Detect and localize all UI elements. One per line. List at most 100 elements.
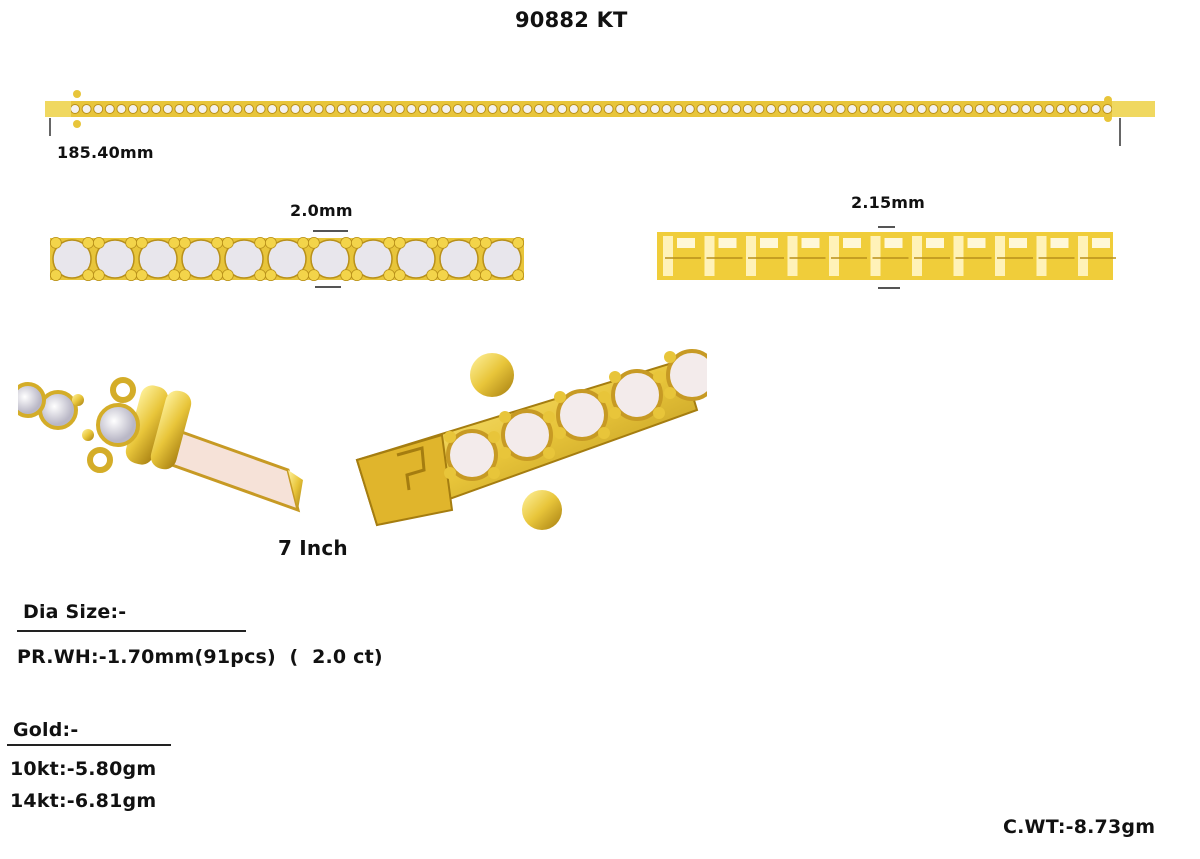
stone — [348, 104, 359, 114]
stone — [870, 104, 881, 114]
stone — [396, 239, 436, 279]
prong — [488, 467, 500, 479]
stone — [406, 104, 417, 114]
stone — [974, 104, 985, 114]
stone — [174, 104, 185, 114]
prong — [82, 269, 95, 282]
gallery-slot — [663, 236, 673, 276]
stone — [418, 104, 428, 114]
stone — [626, 104, 637, 114]
prong — [469, 269, 482, 282]
stone — [290, 104, 301, 114]
prong — [393, 236, 406, 249]
prong — [340, 236, 353, 249]
stone — [128, 104, 138, 114]
gold-heading: Gold:- — [13, 719, 79, 741]
stone — [1009, 104, 1020, 114]
size-label: 7 Inch — [278, 536, 348, 560]
prong — [426, 269, 439, 282]
length-dimension-label: 185.40mm — [57, 143, 154, 162]
gallery-slot — [1078, 236, 1088, 276]
gallery-width-label: 2.15mm — [851, 193, 926, 212]
stone — [138, 239, 178, 279]
stone — [777, 104, 788, 114]
stone — [615, 104, 626, 114]
prong — [598, 427, 610, 439]
stone — [1067, 104, 1078, 114]
prong — [49, 269, 62, 282]
prong — [135, 269, 148, 282]
prong — [264, 269, 277, 282]
stone — [482, 239, 522, 279]
dimension-line — [878, 287, 900, 289]
gold-weight-14kt: 14kt:-6.81gm — [10, 790, 157, 812]
stone — [534, 104, 544, 114]
stone — [224, 239, 264, 279]
stone — [766, 104, 776, 114]
dimension-line — [315, 286, 341, 288]
stone — [278, 104, 289, 114]
gallery-slot — [829, 236, 839, 276]
gallery-slot — [746, 236, 756, 276]
stone — [1102, 104, 1113, 114]
prong — [264, 236, 277, 249]
stone — [394, 104, 405, 114]
stone — [452, 104, 463, 114]
gold-weight-10kt: 10kt:-5.80gm — [10, 758, 157, 780]
prong — [512, 269, 525, 282]
gallery-window — [843, 238, 861, 248]
prong — [554, 391, 566, 403]
prong — [383, 236, 396, 249]
bracelet-full-view — [45, 90, 1155, 146]
gallery-window — [1050, 238, 1069, 248]
stone — [186, 104, 196, 114]
gallery-window — [1009, 238, 1027, 248]
stone — [812, 104, 823, 114]
stone — [696, 104, 707, 114]
stone — [556, 389, 608, 441]
stone — [673, 104, 684, 114]
prong — [211, 236, 224, 249]
prong — [653, 371, 665, 383]
stone — [800, 104, 811, 114]
gallery-window — [760, 238, 778, 248]
stone — [476, 104, 486, 114]
stone — [963, 104, 974, 114]
prong — [488, 431, 500, 443]
stone — [858, 104, 869, 114]
stone — [666, 349, 707, 401]
prong — [92, 269, 105, 282]
prong — [49, 236, 62, 249]
prong — [598, 391, 610, 403]
stone — [95, 239, 135, 279]
stone — [446, 429, 498, 481]
stone — [661, 104, 672, 114]
prong — [297, 236, 310, 249]
stone — [353, 239, 393, 279]
gallery-window — [967, 238, 986, 248]
prong — [512, 236, 525, 249]
stone — [1044, 104, 1055, 114]
prong — [664, 351, 676, 363]
prong — [653, 407, 665, 419]
stone — [244, 104, 254, 114]
diamond-spec: PR.WH:-1.70mm(91pcs) ( 2.0 ct) — [17, 646, 383, 668]
prong — [178, 269, 191, 282]
prong — [178, 236, 191, 249]
stone — [893, 104, 904, 114]
prong — [499, 447, 511, 459]
gallery-window — [677, 238, 695, 248]
stone — [267, 104, 278, 114]
stone — [916, 104, 927, 114]
prong — [469, 236, 482, 249]
prong — [426, 236, 439, 249]
dimension-line — [313, 230, 348, 232]
gallery-slot — [704, 236, 715, 276]
stone — [52, 239, 92, 279]
prong — [168, 269, 181, 282]
prong — [254, 269, 267, 282]
prong — [393, 269, 406, 282]
prong — [350, 269, 363, 282]
clasp-box — [45, 101, 71, 117]
stone — [1021, 104, 1032, 114]
